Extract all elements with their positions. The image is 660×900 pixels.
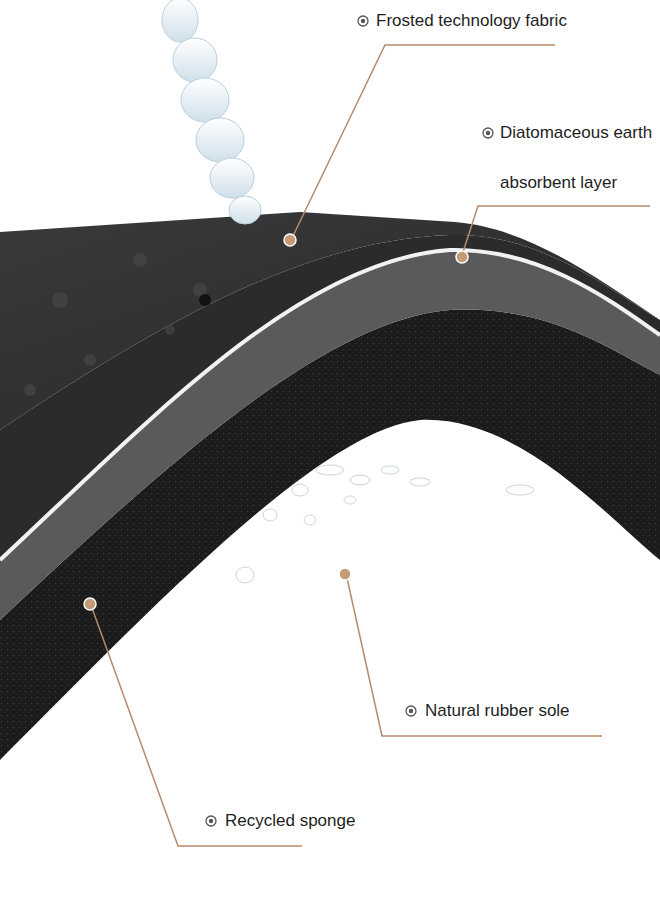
part-label: Diatomaceous earth absorbent layer xyxy=(500,108,655,208)
part-label: Natural rubber sole xyxy=(425,700,570,722)
part-label: Recycled sponge xyxy=(225,810,355,832)
part-label: Frosted technology fabric xyxy=(376,10,567,32)
